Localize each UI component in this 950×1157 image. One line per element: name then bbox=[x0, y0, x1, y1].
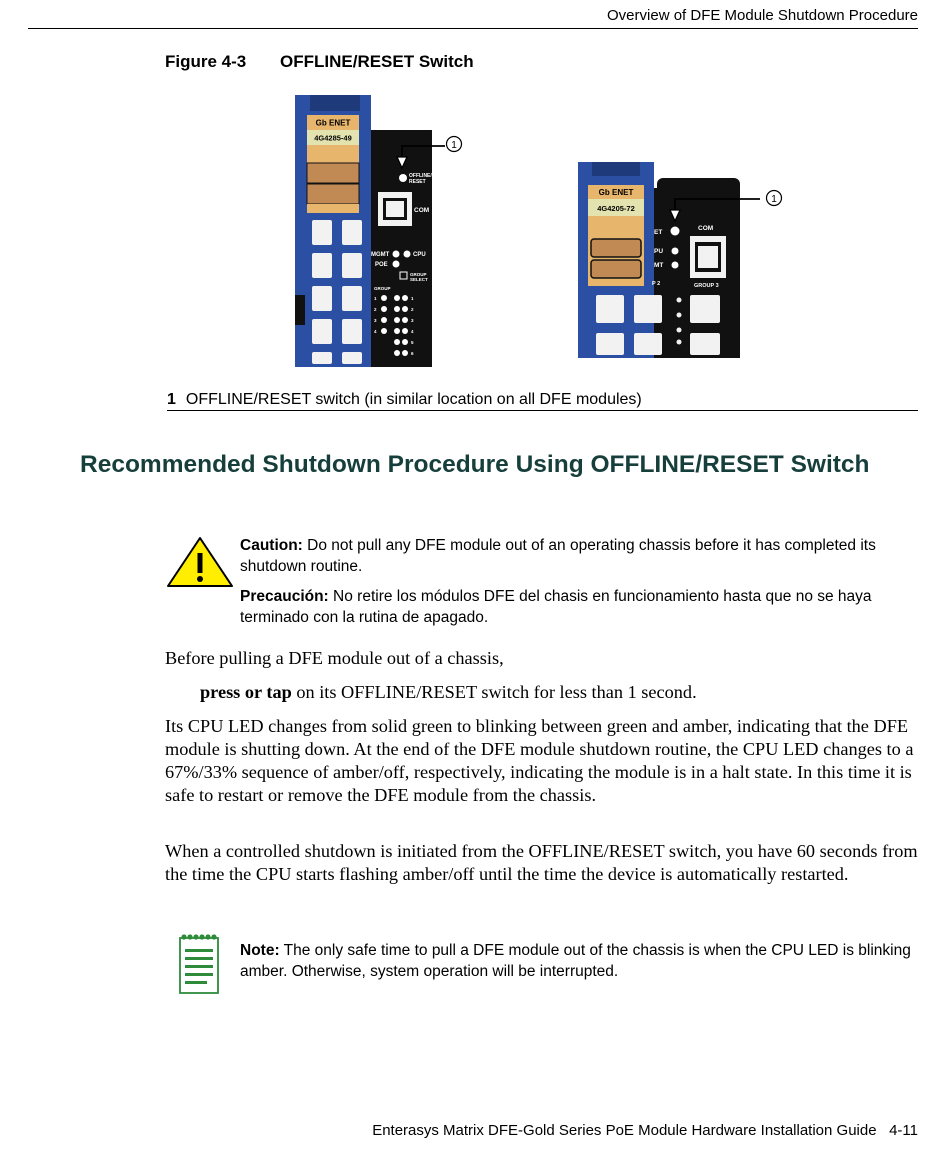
right-label-gbenet bbox=[588, 185, 644, 199]
left-label-gbenet-text: Gb ENET bbox=[316, 119, 351, 128]
left-part-number: 4G4285-49 bbox=[314, 134, 352, 143]
body-step: press or tap on its OFFLINE/RESET switch… bbox=[200, 681, 697, 704]
left-group-left-2: 2 bbox=[374, 307, 377, 312]
left-group-right-5: 5 bbox=[411, 340, 414, 345]
right-group2-label: P 2 bbox=[652, 281, 660, 287]
left-port-grid bbox=[312, 220, 362, 364]
note-icon bbox=[179, 934, 219, 994]
left-callout-circle bbox=[445, 135, 463, 153]
right-dfe-module: Gb ENET 4G4205-72 ET PU MT COM P 2 GROUP… bbox=[578, 162, 783, 358]
left-group-right-3: 3 bbox=[411, 318, 414, 323]
section-heading: Recommended Shutdown Procedure Using OFF… bbox=[80, 451, 870, 478]
body-paragraph-3: Its CPU LED changes from solid green to … bbox=[165, 716, 914, 805]
step-bold: press or tap bbox=[200, 682, 292, 702]
body-paragraph-4: When a controlled shutdown is initiated … bbox=[165, 841, 918, 884]
legend-number: 1 bbox=[167, 391, 176, 408]
figure-caption: Figure 4-3 OFFLINE/RESET Switch bbox=[165, 52, 474, 72]
right-label-gbenet-text: Gb ENET bbox=[599, 188, 634, 197]
left-mgmt-label: MGMT bbox=[371, 252, 390, 258]
left-group-right-6: 6 bbox=[411, 351, 414, 356]
caution-label-es: Precaución: bbox=[240, 588, 329, 605]
left-com-label: COM bbox=[414, 207, 429, 214]
left-group-label: GROUP bbox=[374, 286, 391, 291]
body-paragraph-1: Before pulling a DFE module out of a cha… bbox=[165, 648, 504, 668]
figure-title: OFFLINE/RESET Switch bbox=[280, 52, 474, 71]
right-pu-label: PU bbox=[654, 248, 663, 255]
left-group-select-2: SELECT bbox=[410, 277, 428, 282]
figure-number: Figure 4-3 bbox=[165, 52, 247, 71]
right-label-partnum bbox=[588, 199, 644, 216]
left-label-gbenet bbox=[307, 115, 359, 130]
caution-icon bbox=[167, 537, 233, 587]
footer-page-number: 4-11 bbox=[889, 1122, 918, 1139]
step-rest: on its OFFLINE/RESET switch for less tha… bbox=[291, 682, 697, 702]
caution-block: Caution: Do not pull any DFE module out … bbox=[240, 535, 920, 637]
right-mt-label: MT bbox=[654, 262, 663, 269]
left-switch-label-2: RESET bbox=[409, 179, 426, 185]
note-text: The only safe time to pull a DFE module … bbox=[240, 942, 911, 980]
figure-legend: 1 OFFLINE/RESET switch (in similar locati… bbox=[167, 391, 642, 409]
note-block: Note: The only safe time to pull a DFE m… bbox=[240, 940, 925, 982]
legend-text: OFFLINE/RESET switch (in similar locatio… bbox=[185, 391, 642, 408]
right-callout-number: 1 bbox=[771, 194, 777, 205]
caution-en: Caution: Do not pull any DFE module out … bbox=[240, 535, 920, 577]
left-group-left-4: 4 bbox=[374, 329, 377, 334]
offline-reset-figure: Gb ENET 4G4285-49 COM OFFLINE/ RESET MGM… bbox=[295, 95, 783, 367]
caution-text: Do not pull any DFE module out of an ope… bbox=[240, 537, 876, 575]
left-callout-number: 1 bbox=[451, 140, 457, 151]
left-group-right-2: 2 bbox=[411, 307, 414, 312]
caution-label: Caution: bbox=[240, 537, 303, 554]
note-label: Note: bbox=[240, 942, 280, 959]
page-footer: Enterasys Matrix DFE-Gold Series PoE Mod… bbox=[372, 1122, 918, 1139]
left-group-left-1: 1 bbox=[374, 296, 377, 301]
left-cpu-label: CPU bbox=[413, 252, 426, 258]
left-group-right-4: 4 bbox=[411, 329, 414, 334]
right-callout-arrowhead bbox=[668, 209, 682, 223]
legend-rule bbox=[167, 410, 918, 411]
header-rule bbox=[28, 28, 918, 29]
left-group-left-3: 3 bbox=[374, 318, 377, 323]
footer-guide-title: Enterasys Matrix DFE-Gold Series PoE Mod… bbox=[372, 1122, 877, 1139]
right-port-grid bbox=[596, 295, 720, 355]
caution-es: Precaución: No retire los módulos DFE de… bbox=[240, 586, 920, 628]
right-com-label: COM bbox=[698, 225, 713, 232]
right-offline-reset-switch bbox=[670, 226, 680, 236]
right-part-number: 4G4205-72 bbox=[597, 204, 635, 213]
right-et-label: ET bbox=[654, 229, 662, 236]
left-offline-reset-switch bbox=[399, 174, 407, 182]
right-group3-label: GROUP 3 bbox=[694, 283, 719, 289]
left-group-right-1: 1 bbox=[411, 296, 414, 301]
left-poe-label: POE bbox=[375, 262, 388, 268]
left-callout-arrowhead bbox=[395, 156, 409, 170]
right-callout-circle bbox=[765, 189, 783, 207]
left-dfe-module: Gb ENET 4G4285-49 COM OFFLINE/ RESET MGM… bbox=[295, 95, 463, 367]
running-header: Overview of DFE Module Shutdown Procedur… bbox=[607, 7, 918, 24]
left-label-partnum bbox=[307, 130, 359, 145]
caution-text-es: No retire los módulos DFE del chasis en … bbox=[240, 588, 872, 626]
left-switch-label-1: OFFLINE/ bbox=[409, 173, 432, 179]
left-group-select-1: GROUP bbox=[410, 272, 427, 277]
